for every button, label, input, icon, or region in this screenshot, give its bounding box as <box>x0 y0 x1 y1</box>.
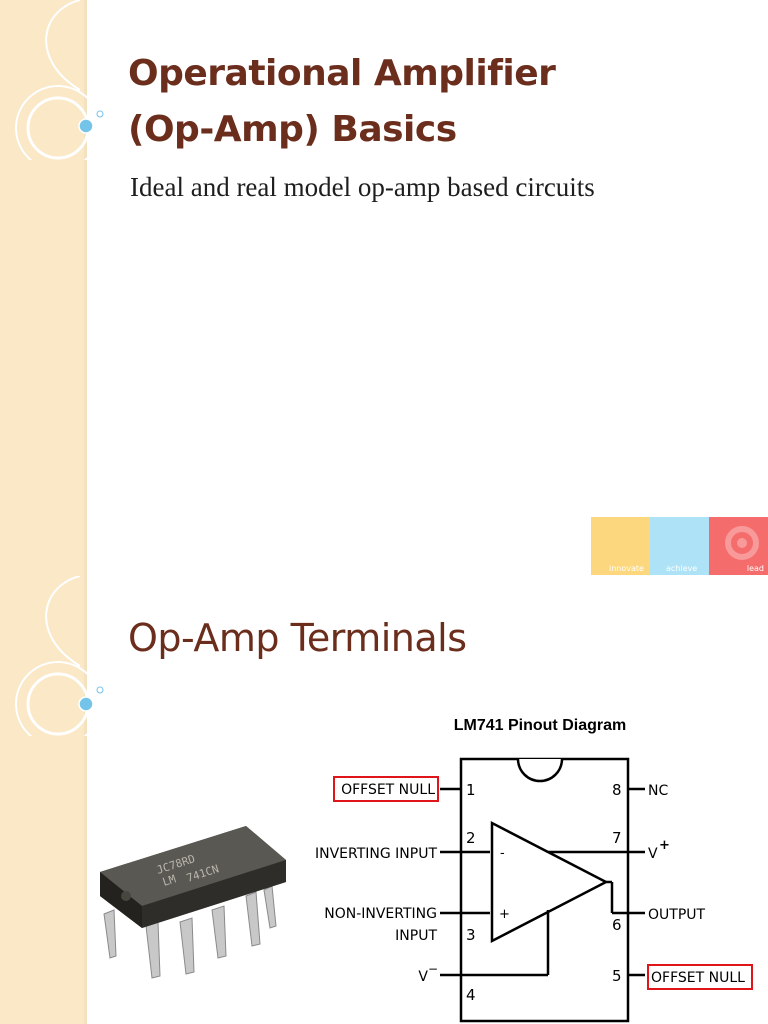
logo-label-lead: lead <box>746 564 764 573</box>
ic-notch <box>516 758 564 783</box>
chip-marking-line2: LM <box>161 872 178 889</box>
logo-segment-innovate: innovate <box>591 517 650 575</box>
pin-number-4: 4 <box>466 986 476 1004</box>
pin-number-2: 2 <box>466 829 476 847</box>
label-v-plus: V <box>648 846 658 862</box>
ic-body <box>459 757 630 1023</box>
pin-number-5: 5 <box>612 967 622 985</box>
brand-logo: innovate achieve lead <box>591 517 768 575</box>
logo-label-achieve: achieve <box>666 564 698 573</box>
circle-decoration <box>15 576 104 736</box>
terminals-slide: Op-Amp Terminals JC78RD LM 741CN LM741 P… <box>0 576 768 1024</box>
label-offset-null-1: OFFSET NULL <box>341 782 435 798</box>
label-v-minus: V <box>418 969 428 985</box>
logo-segment-achieve: achieve <box>650 517 709 575</box>
side-strip <box>0 0 84 576</box>
diagram-heading: LM741 Pinout Diagram <box>454 717 626 734</box>
slide-title-line2: (Op-Amp) Basics <box>128 109 457 150</box>
label-offset-null-5: OFFSET NULL <box>651 970 745 986</box>
pin-number-6: 6 <box>612 916 622 934</box>
label-v-minus-sup: − <box>428 962 438 976</box>
logo-label-innovate: innovate <box>609 564 644 573</box>
slide-title-line1: Operational Amplifier <box>128 53 556 94</box>
slide-subtitle: Ideal and real model op-amp based circui… <box>130 172 595 202</box>
slide-title: Op-Amp Terminals <box>128 616 467 660</box>
label-nc: NC <box>648 783 668 799</box>
pin-number-8: 8 <box>612 781 622 799</box>
opamp-minus-sign: - <box>500 846 505 861</box>
circle-decoration <box>15 0 104 160</box>
gear-icon <box>725 526 759 560</box>
highlight-box-offset-null-1 <box>333 776 439 802</box>
side-strip-edge <box>84 576 87 1024</box>
label-output: OUTPUT <box>648 907 706 923</box>
pin-number-1: 1 <box>466 781 476 799</box>
title-slide: Operational Amplifier (Op-Amp) Basics Id… <box>0 0 768 576</box>
highlight-box-offset-null-5 <box>647 964 753 990</box>
label-non-inverting-input: INPUT <box>395 928 437 944</box>
side-strip <box>0 576 84 1024</box>
opamp-plus-sign: + <box>499 907 510 922</box>
label-non-inverting: NON-INVERTING <box>324 906 437 922</box>
pinout-diagram: LM741 Pinout Diagram - + 1 2 <box>315 717 753 1023</box>
pin-number-3: 3 <box>466 926 476 944</box>
lm741-chip-image: JC78RD LM 741CN <box>100 826 286 979</box>
label-inverting-input: INVERTING INPUT <box>315 846 437 862</box>
pin-number-7: 7 <box>612 829 622 847</box>
logo-segment-lead: lead <box>709 517 768 575</box>
label-v-plus-sup: + <box>659 838 670 853</box>
side-strip-edge <box>84 0 87 576</box>
